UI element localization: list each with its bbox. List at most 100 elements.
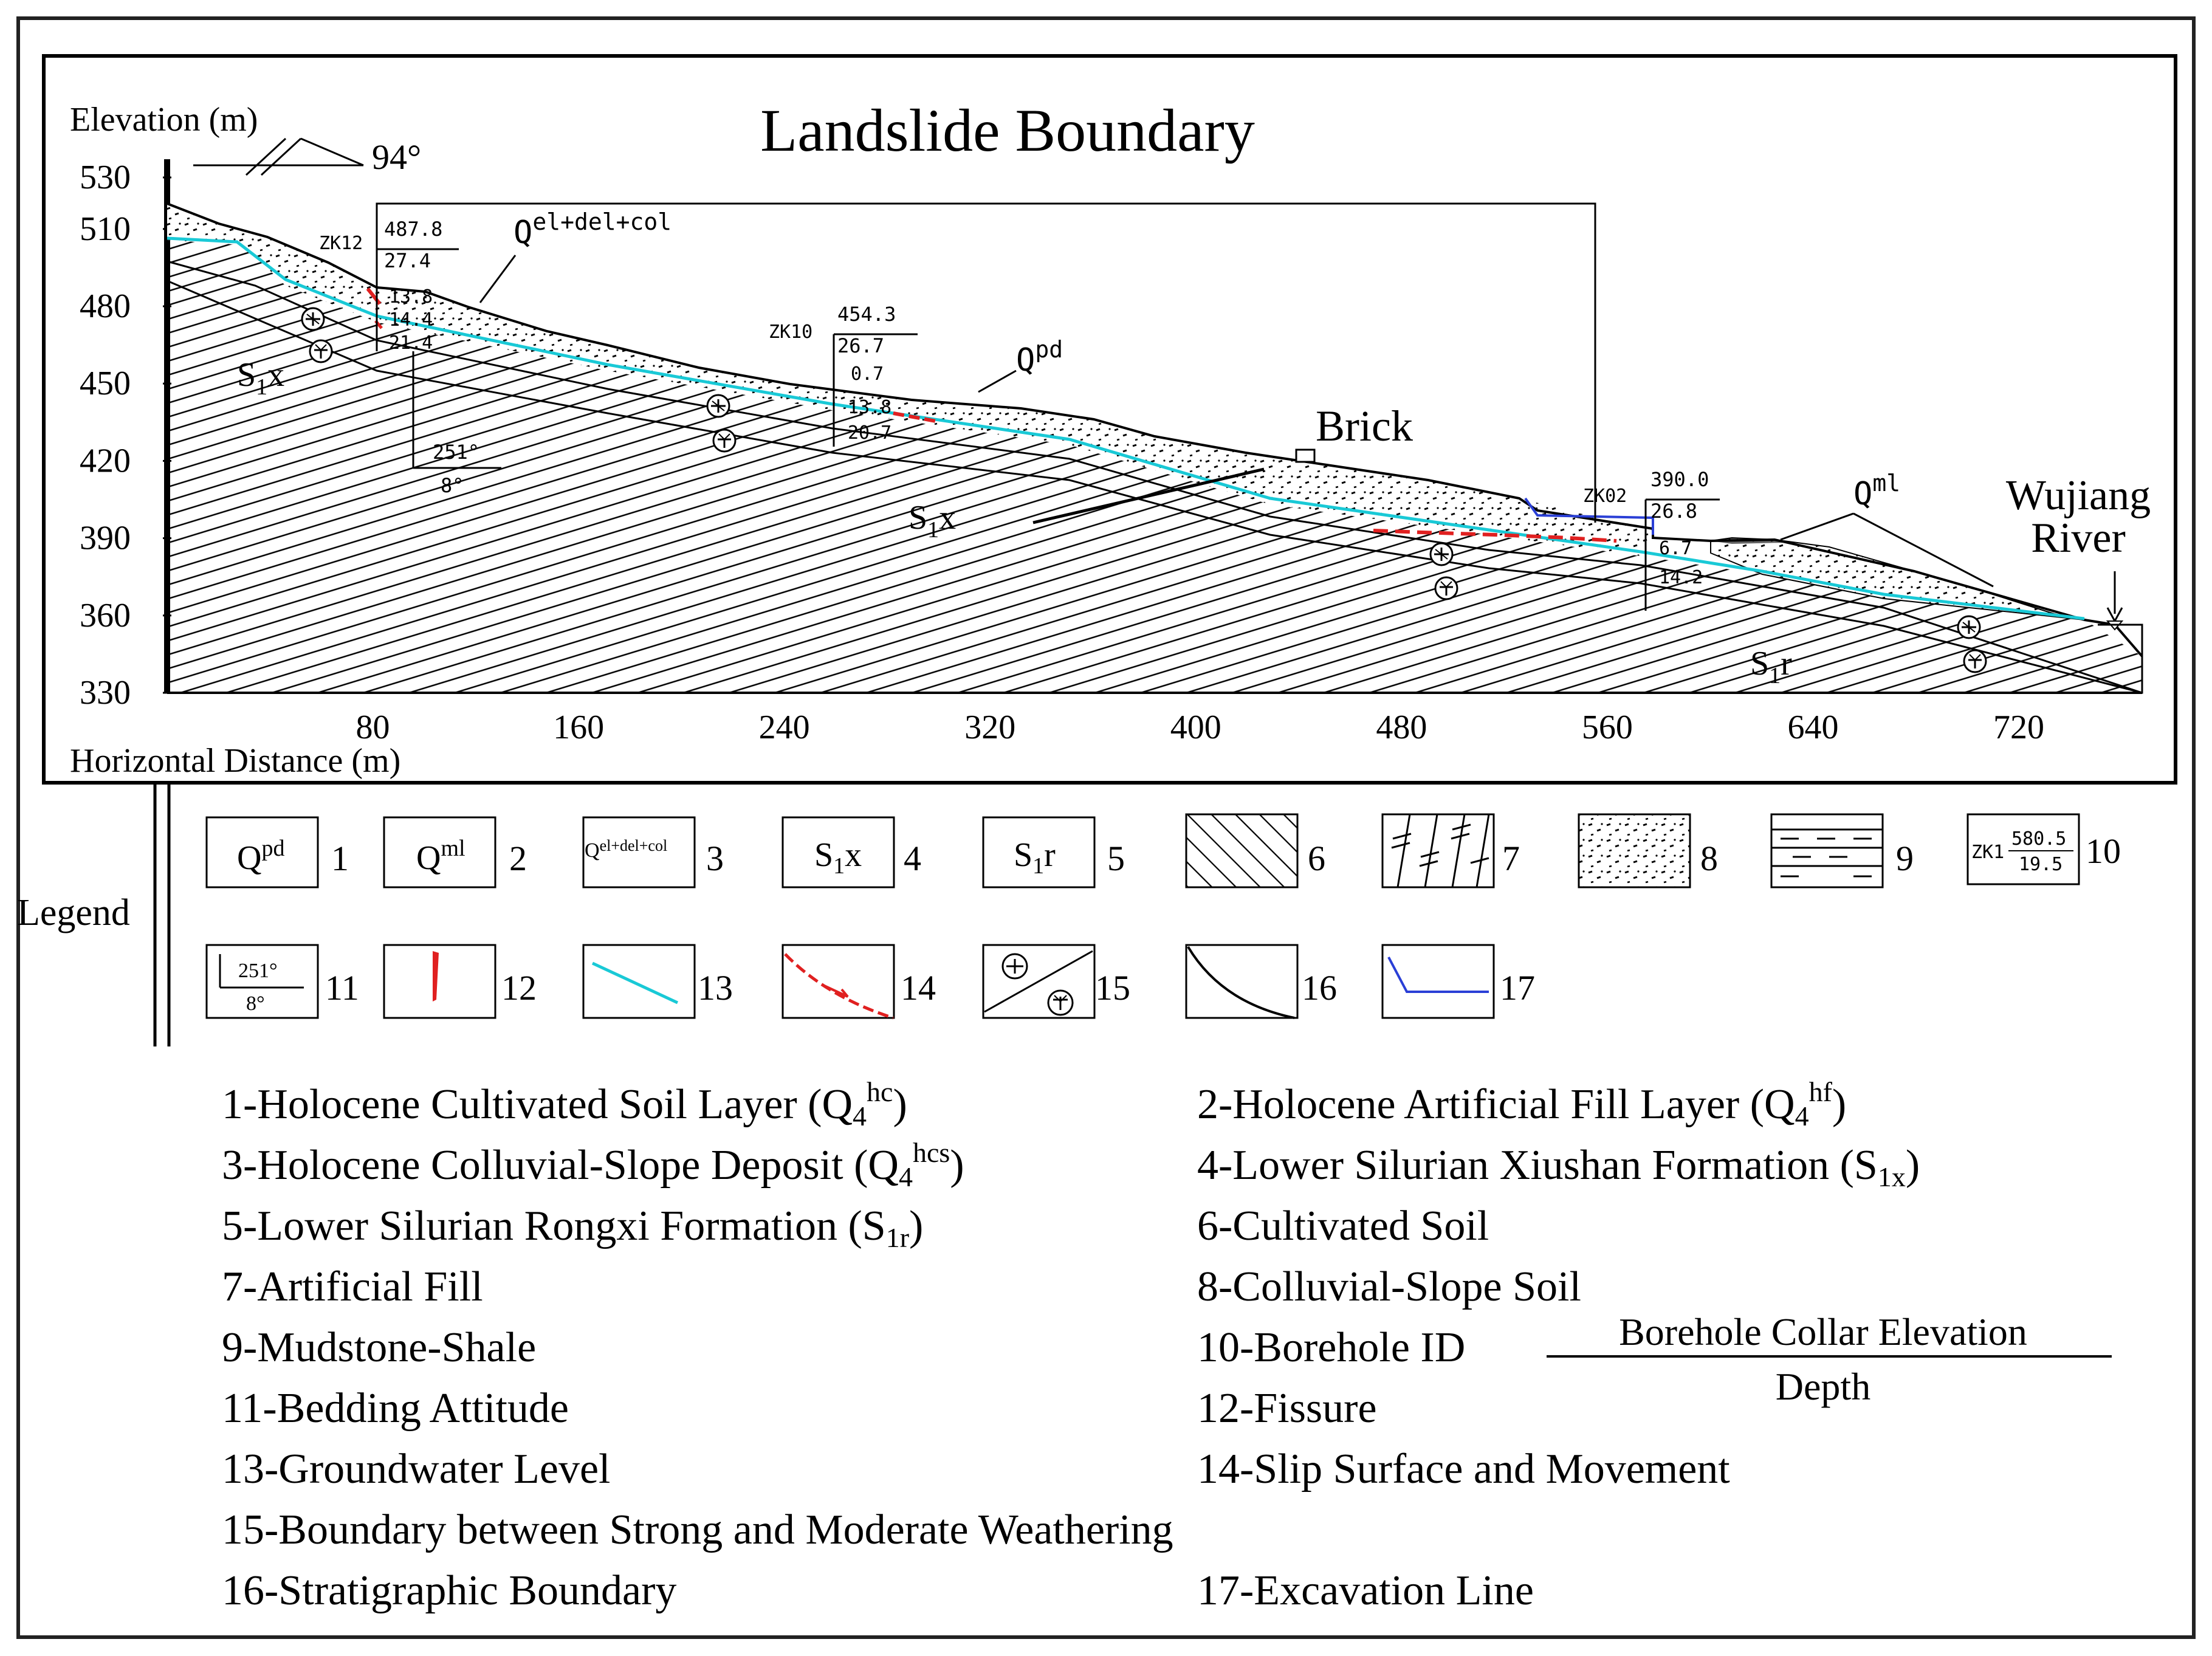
legend-number: 16 [1302,968,1337,1008]
x-tick-label: 480 [1376,709,1427,746]
x-tick-label: 400 [1170,709,1221,746]
label-s1r: S1r [1750,645,1792,689]
svg-text:251°: 251° [238,960,278,982]
y-tick-label: 510 [80,210,131,248]
label-river-line1: Wujiang [2006,472,2151,519]
legend-title: Legend [17,892,130,933]
legend-item: 4-Lower Silurian Xiushan Formation (S1x) [1197,1142,1920,1192]
legend-item: 17-Excavation Line [1197,1567,1534,1614]
legend-symbol-10: ZK1 580.5 19.5 10 [1966,813,2121,885]
leader-q-ml-1 [1780,512,1854,541]
legend-symbol-9: 9 [1770,813,1914,888]
borehole-mark: 13.8 [389,286,433,307]
legend-number: 1 [331,839,349,878]
legend-item: 12-Fissure [1197,1385,1377,1432]
x-tick-label: 720 [1993,709,2044,746]
legend-symbol-11: 251° 8° 11 [205,944,359,1019]
legend-number: 8 [1700,839,1718,878]
legend-number: 12 [501,968,537,1008]
legend-number: 14 [901,968,936,1008]
borehole-mark: 6.7 [1659,538,1692,559]
legend-items-right: 2-Holocene Artificial Fill Layer (Q4hf) 4… [1197,1076,1920,1614]
weathering-symbol [1963,649,1987,673]
borehole-mark: 14.4 [389,309,433,331]
y-tick-label: 360 [80,597,131,634]
weathering-symbol [1434,576,1458,600]
legend-number: 17 [1500,968,1535,1008]
svg-text:S1x: S1x [814,836,862,879]
borehole-elevation: 390.0 [1650,468,1709,491]
borehole-id: ZK02 [1583,486,1627,507]
x-tick-label: 560 [1582,709,1633,746]
x-tick-label: 240 [759,709,810,746]
borehole-zk02: ZK02 390.0 26.8 6.7 14.2 [1583,468,1720,611]
legend-symbol-13: 13 [582,944,733,1019]
legend-symbol-7: 7 [1381,813,1520,888]
legend-number: 11 [325,968,359,1008]
label-q-ml: Qml [1853,470,1900,512]
svg-text:S1r: S1r [1014,836,1056,879]
label-brick: Brick [1316,402,1413,450]
legend-item: 15-Boundary between Strong and Moderate … [222,1507,1173,1553]
legend-item: 3-Holocene Colluvial-Slope Deposit (Q4hc… [222,1137,964,1192]
legend-item: 6-Cultivated Soil [1197,1203,1489,1249]
landslide-boundary-box [376,202,1596,523]
borehole-zk10: ZK10 454.3 26.7 0.7 13.8 20.7 [769,303,918,447]
svg-text:ZK1: ZK1 [1971,842,2004,863]
borehole-fraction-top: Borehole Collar Elevation [1619,1310,2027,1353]
label-q-pd: Qpd [1016,336,1063,379]
y-tick-label: 390 [80,520,131,557]
legend-item: 2-Holocene Artificial Fill Layer (Q4hf) [1197,1076,1846,1132]
borehole-depth: 27.4 [384,249,431,272]
weathering-symbol [309,339,333,363]
borehole-elevation: 487.8 [384,218,442,241]
legend-symbol-3: Qel+del+col 3 [582,816,724,888]
label-river-line2: River [2031,515,2126,562]
x-axis-title: Horizontal Distance (m) [70,742,400,780]
bedrock-body [167,240,2142,693]
borehole-mark: 14.2 [1659,567,1703,588]
legend-symbol-12: 12 [383,944,537,1019]
legend-number: 2 [509,839,527,878]
legend-item: 16-Stratigraphic Boundary [222,1567,676,1614]
label-s1x-left: S1x [237,356,284,400]
borehole-id: ZK10 [769,321,812,343]
direction-marker: 94° [193,137,421,177]
weathering-symbol [1957,615,1981,639]
weathering-symbol [1429,542,1454,566]
borehole-mark: 21.4 [389,332,433,354]
river-marker [2098,571,2143,694]
legend-number: 6 [1308,839,1325,878]
x-tick-label: 160 [553,709,604,746]
legend-item: 10-Borehole ID [1197,1324,1465,1371]
legend-symbol-8: 8 [1578,813,1718,888]
x-tick-label: 320 [964,709,1015,746]
y-tick-label: 530 [80,159,131,196]
svg-text:8°: 8° [246,992,265,1015]
ground-surface [167,202,2143,658]
section-frame [42,54,2177,785]
y-tick-label: 330 [80,674,131,712]
legend-symbol-15: 15 [982,944,1130,1019]
borehole-mark: 0.7 [851,363,884,385]
svg-text:Qml: Qml [416,836,465,877]
bedding-dip-direction: 251° [433,441,479,464]
legend-number: 4 [904,839,921,878]
borehole-id: ZK12 [319,233,363,254]
legend-symbol-6: 6 [1185,813,1325,888]
weathering-symbol [712,428,737,453]
strat-boundary-1 [167,260,2143,694]
leader-q-ml-2 [1853,512,1994,588]
borehole-fraction-bottom: Depth [1776,1365,1870,1408]
legend-item: 7-Artificial Fill [222,1263,483,1310]
legend-number: 7 [1502,839,1520,878]
direction-label: 94° [372,137,421,177]
y-tick-label: 450 [80,365,131,402]
y-axis-title: Elevation (m) [70,101,258,139]
y-tick-label: 420 [80,442,131,479]
legend-item: 13-Groundwater Level [222,1446,610,1493]
